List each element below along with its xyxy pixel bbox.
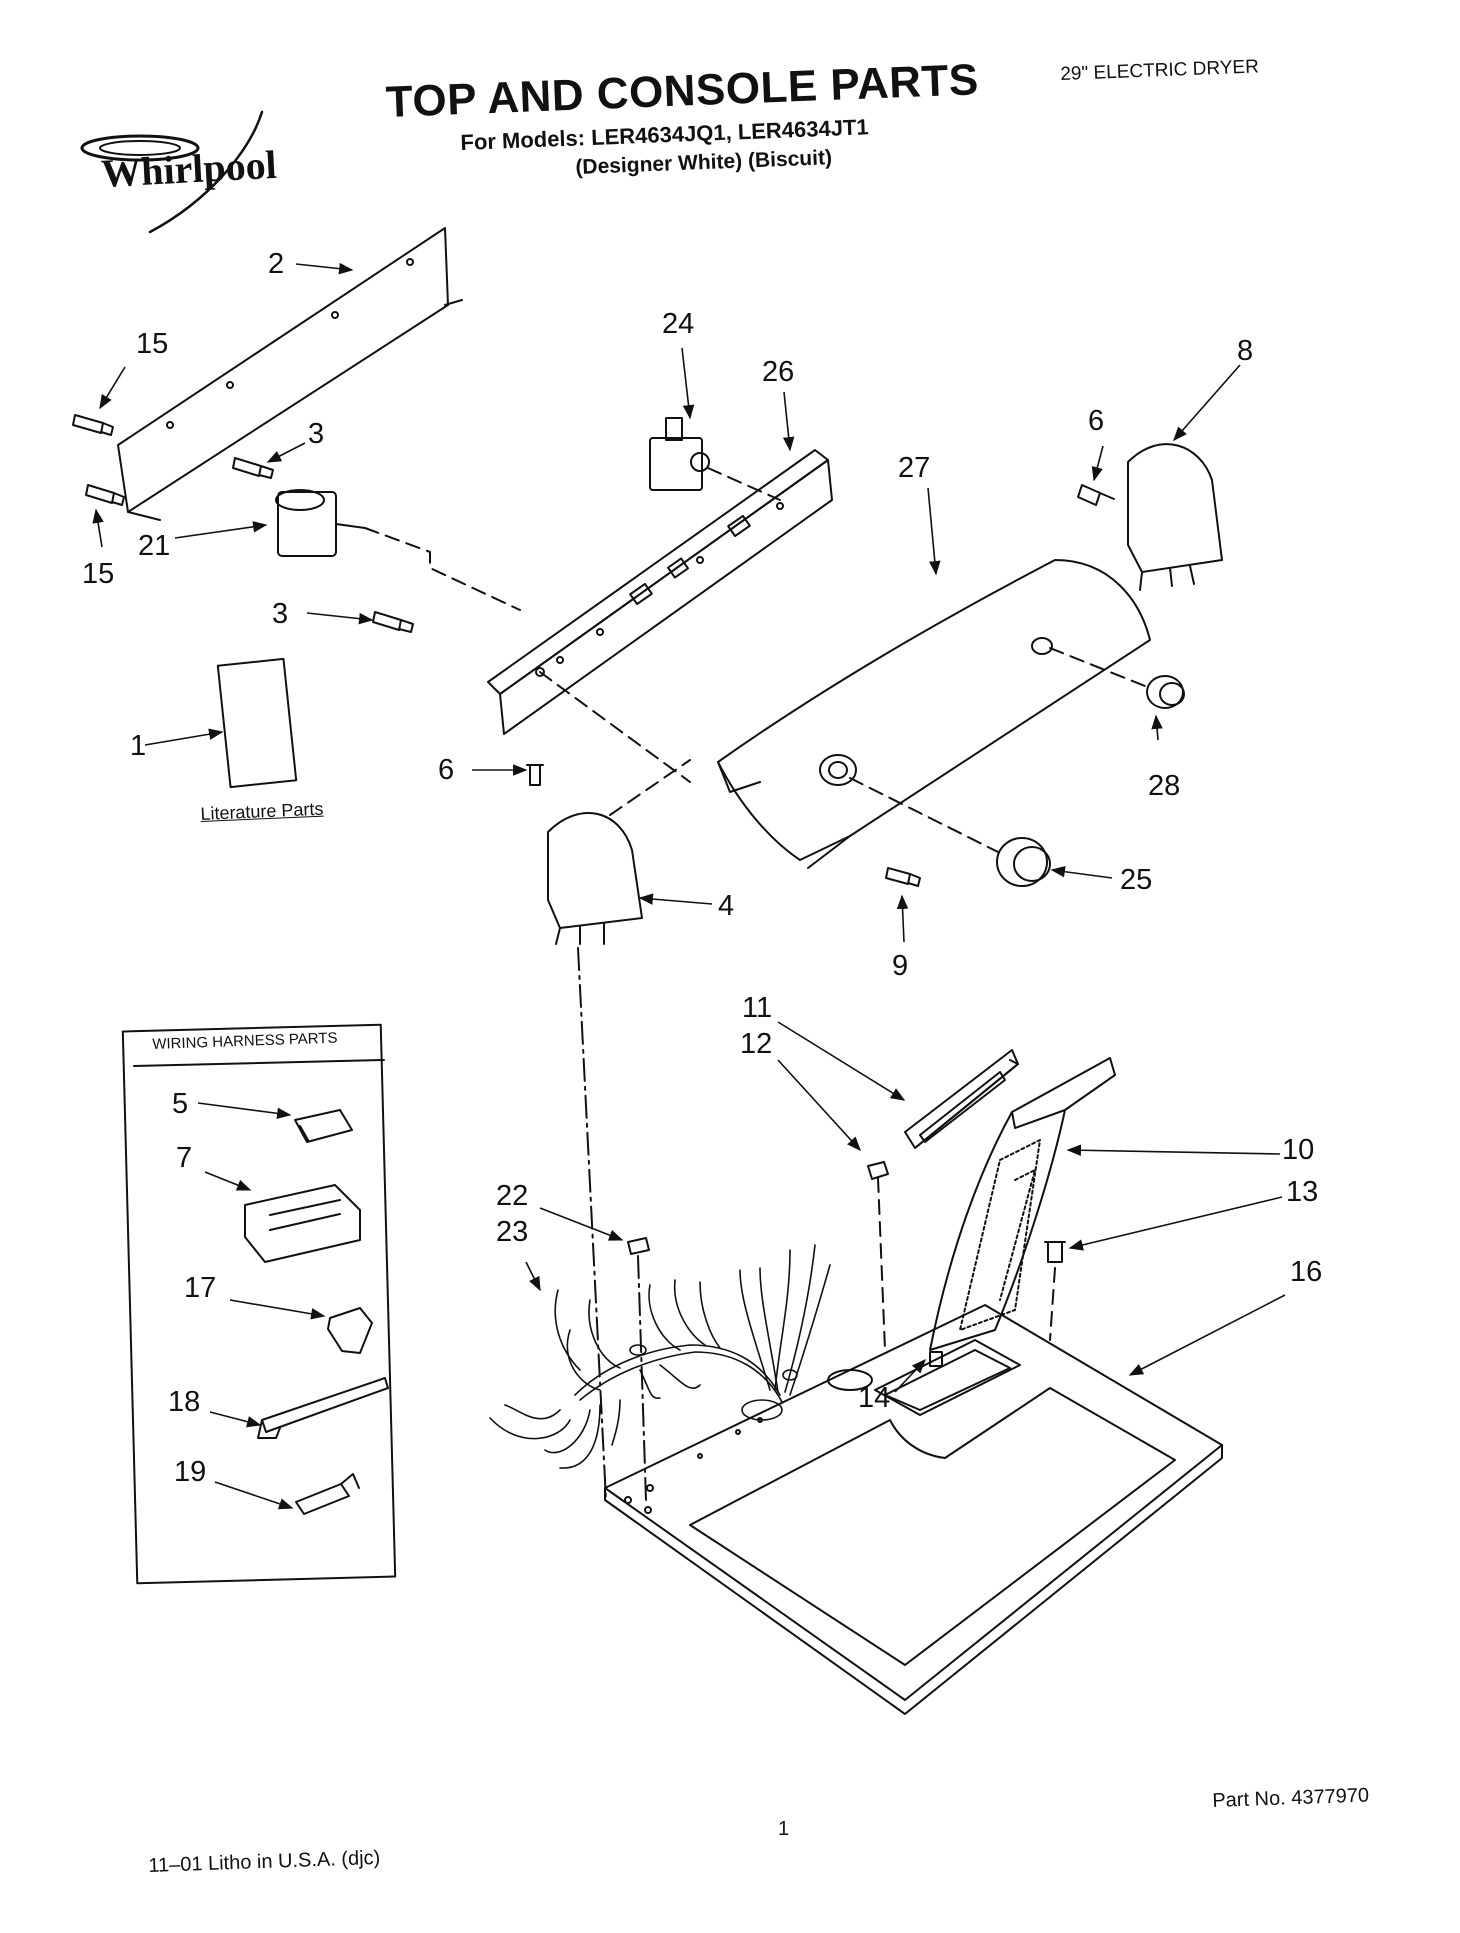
callout-9: 9 xyxy=(892,950,909,982)
callout-6-right: 6 xyxy=(1088,405,1105,437)
part-17-clip xyxy=(327,1307,373,1354)
callout-18: 18 xyxy=(168,1386,201,1418)
part-24-timer xyxy=(649,417,781,501)
part-8-end-cap-right xyxy=(1127,443,1223,591)
callout-28: 28 xyxy=(1148,770,1181,802)
callout-2: 2 xyxy=(268,248,285,280)
callout-26: 26 xyxy=(762,356,795,388)
part-23-wiring-harness xyxy=(489,1244,831,1469)
part-15-screws xyxy=(72,414,125,506)
part-11-lint-cover xyxy=(904,1049,1019,1149)
callout-13: 13 xyxy=(1286,1176,1319,1208)
callout-5: 5 xyxy=(172,1088,189,1120)
callout-7: 7 xyxy=(176,1142,193,1174)
callout-14: 14 xyxy=(858,1382,891,1414)
part-28-knob xyxy=(1049,647,1185,709)
callout-27: 27 xyxy=(898,452,931,484)
callout-17: 17 xyxy=(184,1272,217,1304)
whirlpool-logo-icon xyxy=(80,110,264,234)
part-9-screw xyxy=(885,867,921,887)
callout-6-left: 6 xyxy=(438,754,455,786)
part-14-screw xyxy=(929,1351,943,1367)
part-3-screws xyxy=(232,457,414,633)
part-2-rear-panel xyxy=(117,227,463,521)
callout-11: 11 xyxy=(742,992,773,1024)
wiring-harness-box xyxy=(121,1023,397,1585)
part-5-connector xyxy=(294,1109,353,1143)
part-25-knob xyxy=(849,777,1051,887)
part-4-end-cap-left xyxy=(547,759,691,1501)
part-13-screw xyxy=(1044,1241,1066,1341)
part-26-control-bracket xyxy=(487,449,833,783)
part-18-cable-tie xyxy=(257,1377,389,1439)
part-19-terminal xyxy=(295,1473,360,1515)
callout-19: 19 xyxy=(174,1456,207,1488)
callout-12: 12 xyxy=(740,1028,773,1060)
callout-8: 8 xyxy=(1237,335,1254,367)
callout-25: 25 xyxy=(1120,864,1153,896)
part-12-clip xyxy=(867,1161,889,1180)
part-16-top-panel xyxy=(604,1304,1223,1715)
callout-10: 10 xyxy=(1282,1134,1315,1166)
part-21-switch xyxy=(275,489,521,611)
callout-22: 22 xyxy=(496,1180,529,1212)
callout-15-top: 15 xyxy=(136,328,169,360)
brand-logo-text: Whirlpool xyxy=(100,141,278,196)
callout-4: 4 xyxy=(718,890,735,922)
wiring-box-header-divider xyxy=(133,1059,385,1067)
callout-3-bottom: 3 xyxy=(272,598,289,630)
page-number: 1 xyxy=(778,1818,790,1840)
callout-16: 16 xyxy=(1290,1256,1323,1288)
part-10-lint-screen xyxy=(929,1057,1116,1351)
callout-21: 21 xyxy=(138,530,171,562)
callout-3-top: 3 xyxy=(308,418,325,450)
callout-24: 24 xyxy=(662,308,695,340)
part-1-literature xyxy=(216,657,298,789)
part-22-clip xyxy=(627,1237,650,1255)
part-6-screws xyxy=(526,484,1115,786)
callout-leaders xyxy=(92,262,1286,1510)
part-27-console xyxy=(717,559,1151,869)
part-7-connector-block xyxy=(244,1184,361,1263)
callout-23: 23 xyxy=(496,1216,529,1248)
callout-15-bottom: 15 xyxy=(82,558,115,590)
callout-1: 1 xyxy=(130,730,147,762)
